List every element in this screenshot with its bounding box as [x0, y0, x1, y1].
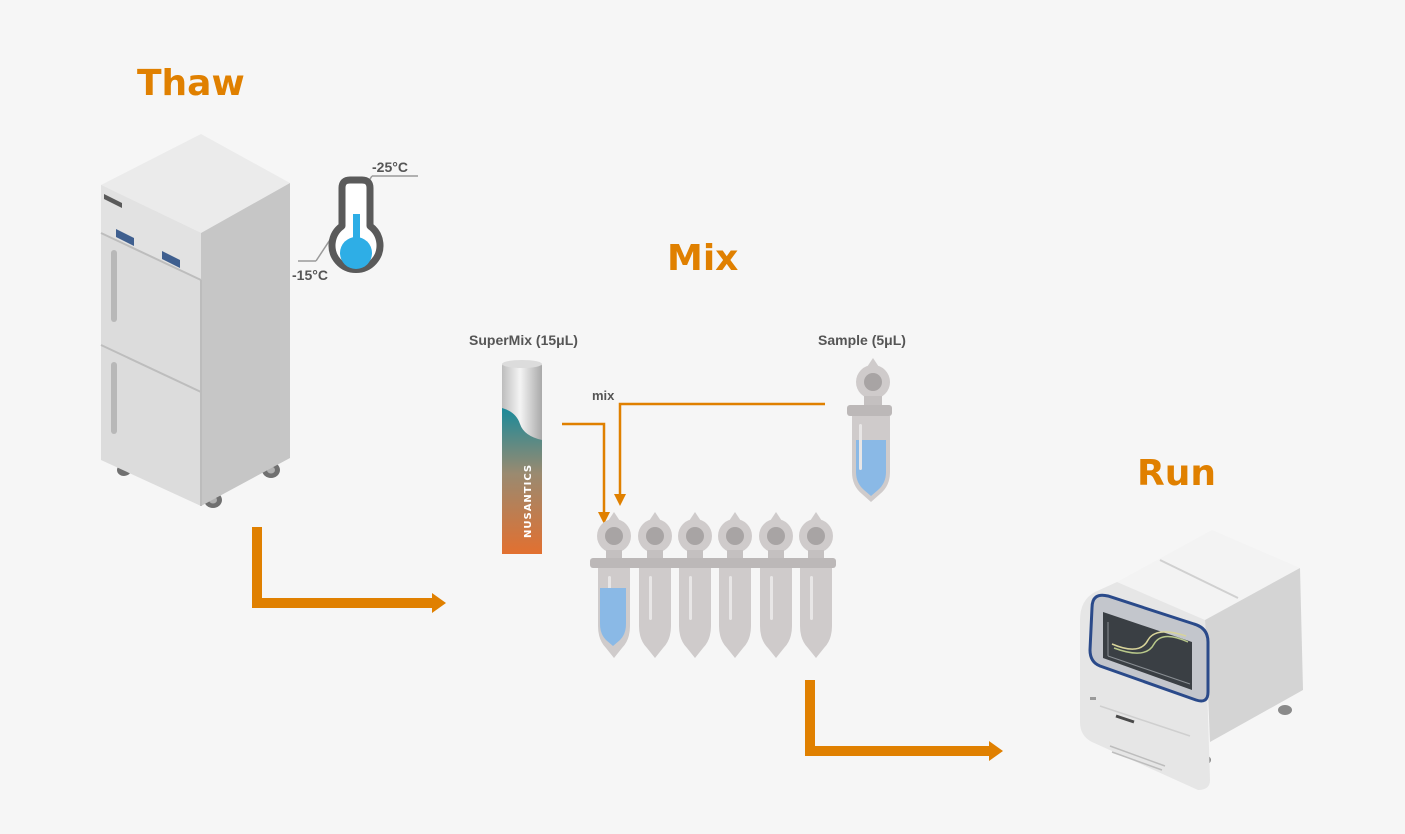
freezer-icon — [100, 134, 290, 508]
step-title-run: Run — [1137, 453, 1216, 494]
step-title-mix: Mix — [667, 238, 738, 279]
pcr-machine-icon — [1080, 530, 1303, 790]
temp-label-low: -15°C — [292, 267, 328, 283]
step-title-thaw: Thaw — [137, 63, 245, 104]
mix-label: mix — [592, 388, 615, 403]
supermix-label: SuperMix (15μL) — [469, 332, 578, 348]
mix-arrows — [562, 402, 825, 524]
sample-label: Sample (5μL) — [818, 332, 906, 348]
temp-label-high: -25°C — [372, 159, 408, 175]
brand-label: NUSANTICS — [523, 464, 534, 538]
pcr-tube-strip-icon — [590, 512, 836, 658]
flow-arrow-mix-to-run — [805, 680, 1003, 761]
flow-arrow-thaw-to-mix — [252, 527, 446, 613]
sample-tube-icon — [847, 358, 892, 502]
thermometer-icon — [298, 175, 418, 273]
supermix-bottle-icon: NUSANTICS — [502, 360, 542, 554]
